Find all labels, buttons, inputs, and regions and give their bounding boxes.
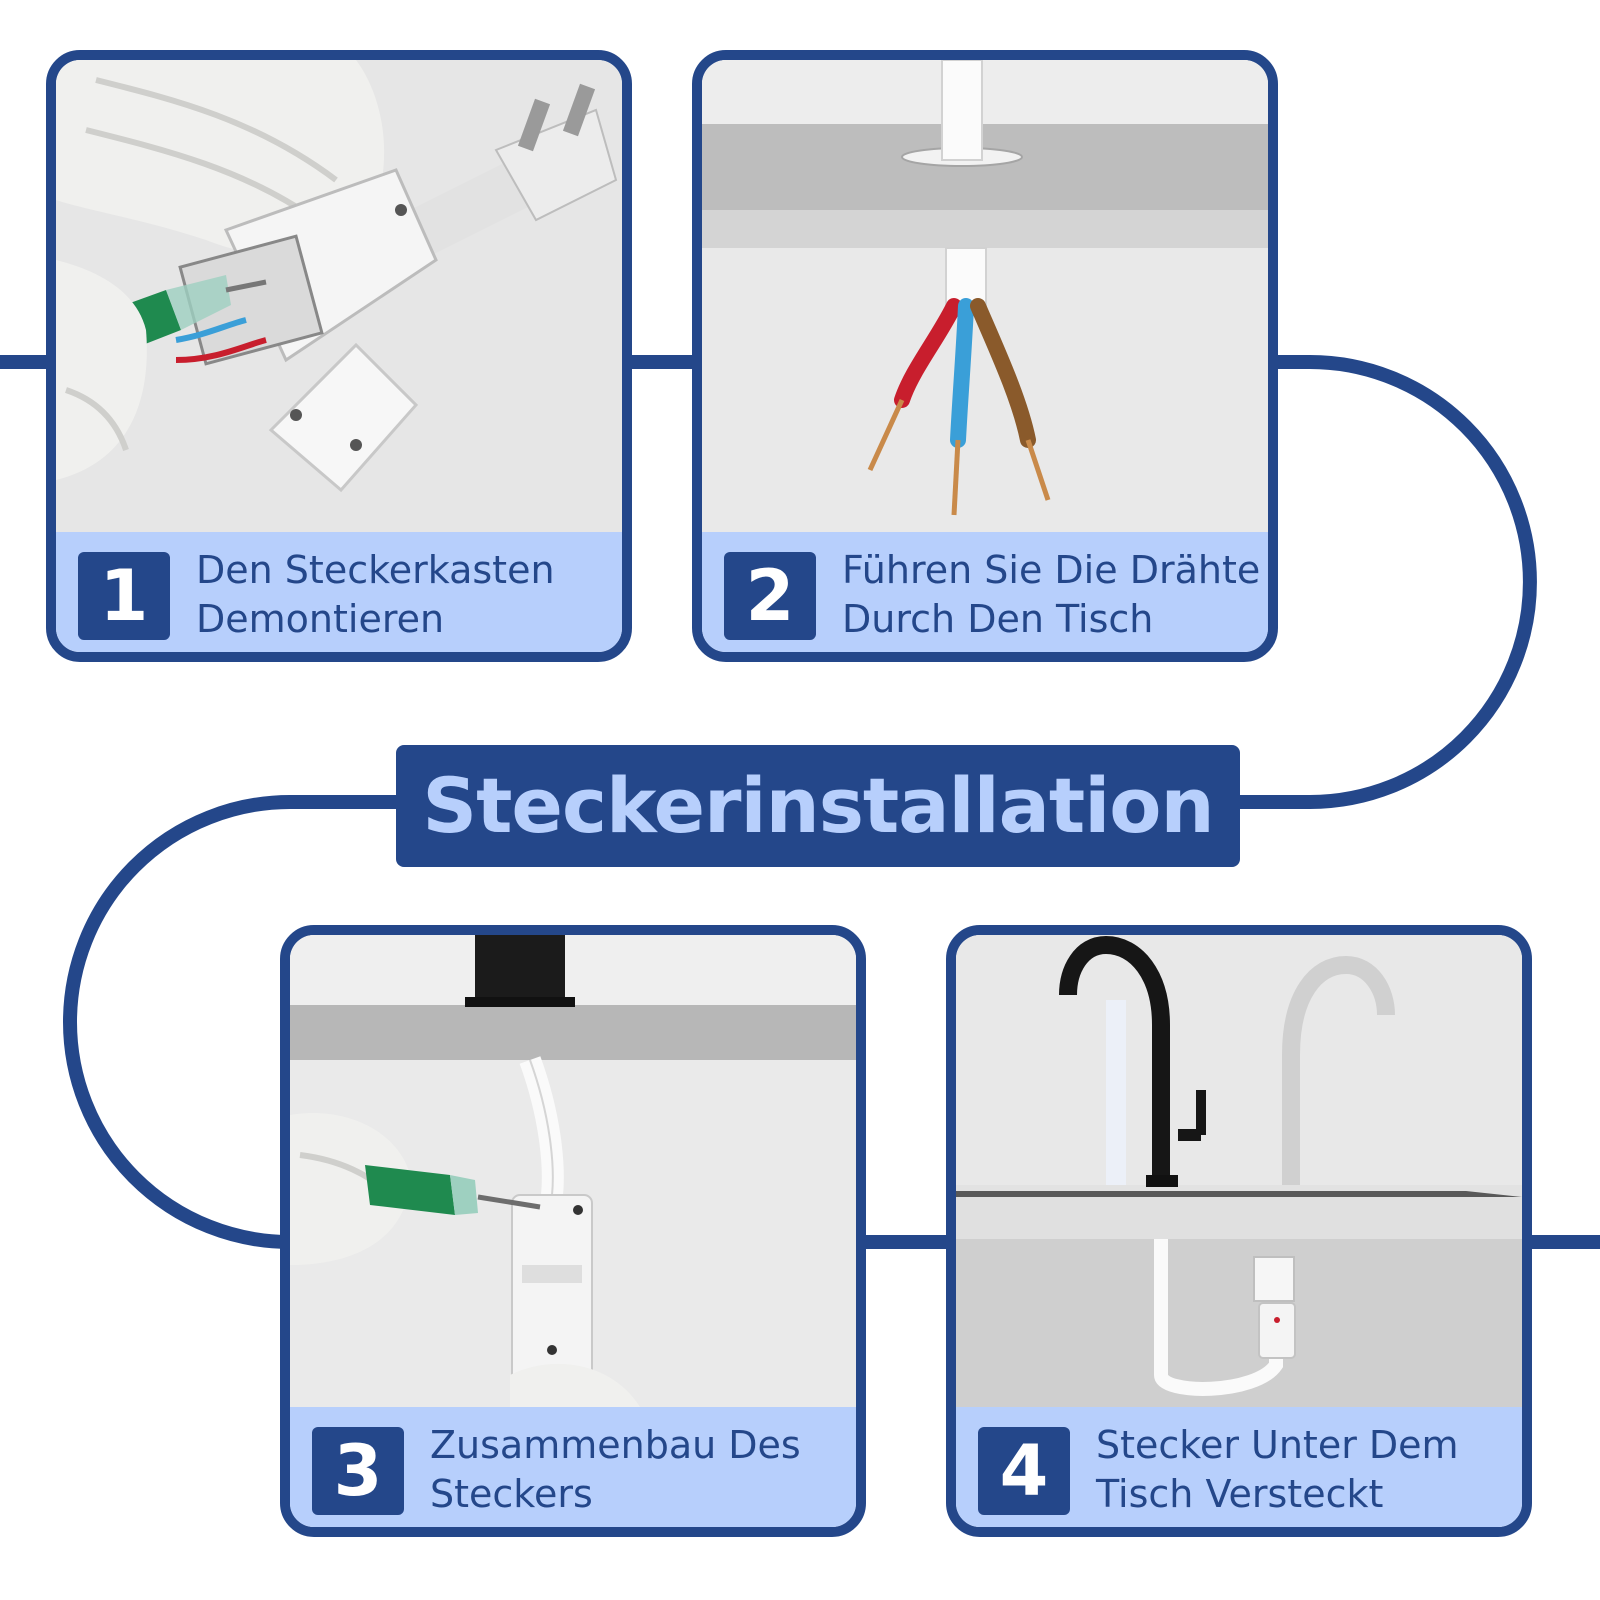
step-4-photo xyxy=(956,935,1522,1407)
step-2-number-badge: 2 xyxy=(724,552,816,640)
step-1-number-badge: 1 xyxy=(78,552,170,640)
step-card-1: 1 Den Steckerkasten Demontieren xyxy=(46,50,632,662)
step-1-label: Den Steckerkasten Demontieren xyxy=(196,548,555,641)
step-3-caption: 3 Zusammenbau Des Steckers xyxy=(290,1407,856,1527)
step-card-4: 4 Stecker Unter Dem Tisch Versteckt xyxy=(946,925,1532,1537)
step-1-photo xyxy=(56,60,622,532)
step-2-caption: 2 Führen Sie Die Drähte Durch Den Tisch xyxy=(702,532,1268,652)
step-2-label: Führen Sie Die Drähte Durch Den Tisch xyxy=(842,548,1261,641)
step-4-label: Stecker Unter Dem Tisch Versteckt xyxy=(1096,1423,1459,1516)
step-2-photo xyxy=(702,60,1268,532)
step-3-number-badge: 3 xyxy=(312,1427,404,1515)
step-card-2: 2 Führen Sie Die Drähte Durch Den Tisch xyxy=(692,50,1278,662)
step-3-photo xyxy=(290,935,856,1407)
step-4-number-badge: 4 xyxy=(978,1427,1070,1515)
step-3-label: Zusammenbau Des Steckers xyxy=(430,1423,801,1516)
title-banner: Steckerinstallation xyxy=(396,745,1240,867)
step-1-caption: 1 Den Steckerkasten Demontieren xyxy=(56,532,622,652)
step-card-3: 3 Zusammenbau Des Steckers xyxy=(280,925,866,1537)
step-4-caption: 4 Stecker Unter Dem Tisch Versteckt xyxy=(956,1407,1522,1527)
